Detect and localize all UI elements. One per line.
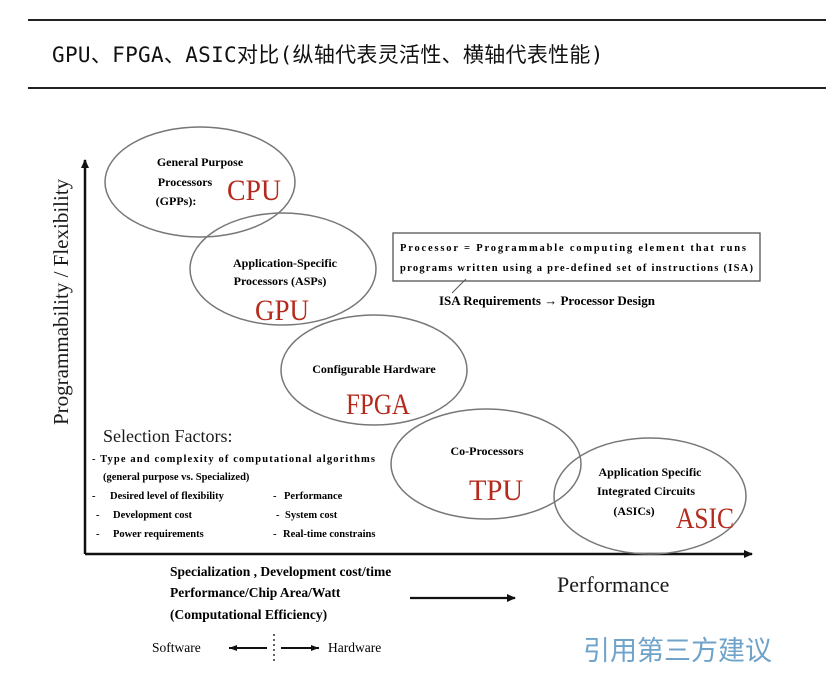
gpp-label-line3: (GPPs): — [156, 194, 197, 208]
selection-item-1-line1: - Type and complexity of computational a… — [92, 454, 375, 465]
gpu-label: GPU — [255, 294, 309, 327]
selection-left-2: Development cost — [113, 510, 193, 521]
x-axis-label: Performance — [557, 572, 669, 597]
software-label: Software — [152, 640, 201, 655]
bottom-line-2: Performance/Chip Area/Watt — [170, 585, 341, 600]
configurable-hardware-ellipse — [280, 314, 468, 426]
isa-requirements: ISA Requirements → Processor Design — [439, 293, 656, 308]
selection-bullet: - — [92, 491, 96, 502]
selection-bullet: - — [273, 529, 277, 540]
gpp-label-line2: Processors — [158, 175, 213, 189]
asp-ellipse — [189, 212, 377, 326]
fpga-label: FPGA — [346, 388, 410, 421]
bottom-line-3: (Computational Efficiency) — [170, 607, 327, 622]
y-axis-label: Programmability / Flexibility — [49, 178, 73, 425]
gpp-label-line1: General Purpose — [157, 155, 244, 169]
definition-pointer — [451, 278, 467, 294]
tpu-label: TPU — [469, 474, 523, 507]
asic-chip-label: ASIC — [676, 502, 734, 535]
co-processors-ellipse — [390, 408, 582, 520]
bottom-line-1: Specialization , Development cost/time — [170, 564, 391, 579]
title-bar: GPU、FPGA、ASIC对比(纵轴代表灵活性、横轴代表性能) — [28, 19, 826, 89]
processor-definition-box — [392, 232, 761, 282]
selection-right-2: System cost — [285, 510, 338, 521]
hardware-label: Hardware — [328, 640, 381, 655]
selection-right-1: Performance — [284, 491, 343, 502]
selection-left-3: Power requirements — [113, 529, 204, 540]
asic-label-line3: (ASICs) — [613, 504, 654, 518]
selection-right-3: Real-time constrains — [283, 529, 375, 540]
asp-label-line2: Processors (ASPs) — [234, 274, 327, 288]
gpp-ellipse — [104, 126, 296, 238]
watermark: 引用第三方建议 — [583, 636, 772, 666]
definition-line2: programs written using a pre-defined set… — [400, 263, 754, 274]
definition-line1: Processor = Programmable computing eleme… — [400, 243, 746, 254]
configurable-hardware-label: Configurable Hardware — [312, 362, 436, 376]
selection-bullet: - — [273, 491, 277, 502]
selection-bullet: - — [96, 510, 100, 521]
asic-ellipse — [553, 437, 747, 555]
cpu-label: CPU — [227, 174, 281, 207]
asic-label-line2: Integrated Circuits — [597, 484, 695, 498]
selection-left-1: Desired level of flexibility — [110, 491, 225, 502]
selection-bullet: - — [276, 510, 280, 521]
selection-item-1-line2: (general purpose vs. Specialized) — [103, 472, 250, 483]
page-title: GPU、FPGA、ASIC对比(纵轴代表灵活性、横轴代表性能) — [52, 43, 604, 67]
selection-factors-heading: Selection Factors: — [103, 426, 232, 446]
asp-label-line1: Application-Specific — [233, 256, 338, 270]
co-processors-label: Co-Processors — [450, 444, 523, 458]
selection-bullet: - — [96, 529, 100, 540]
asic-label-line1: Application Specific — [598, 465, 702, 479]
